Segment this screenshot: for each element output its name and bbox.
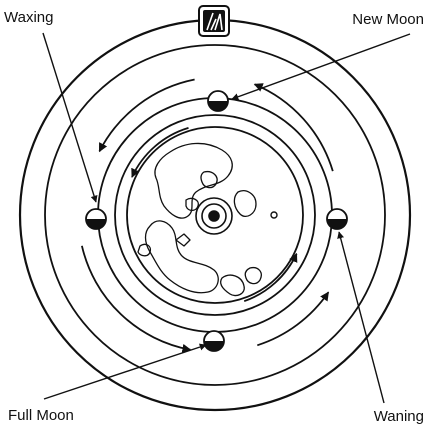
moon-right [327,209,347,229]
label-full-moon: Full Moon [8,407,74,424]
small-dot-marker [271,212,277,218]
label-new-moon: New Moon [352,11,424,28]
leader-waning [339,232,384,403]
leader-full-moon [44,345,206,399]
label-waxing: Waxing [4,9,53,26]
moon-left [86,209,106,229]
label-waning: Waning [374,408,424,425]
leader-waxing [43,33,96,202]
sun-rays-emblem-icon [199,6,229,36]
moon-bottom [204,331,224,351]
orbit-arrow-bottom-left [82,246,191,350]
orbit-arrows [82,80,333,350]
north-pole-marker [196,198,232,234]
leader-new-moon [232,34,410,99]
moon-top [208,91,228,111]
earth-landmass [138,143,261,295]
